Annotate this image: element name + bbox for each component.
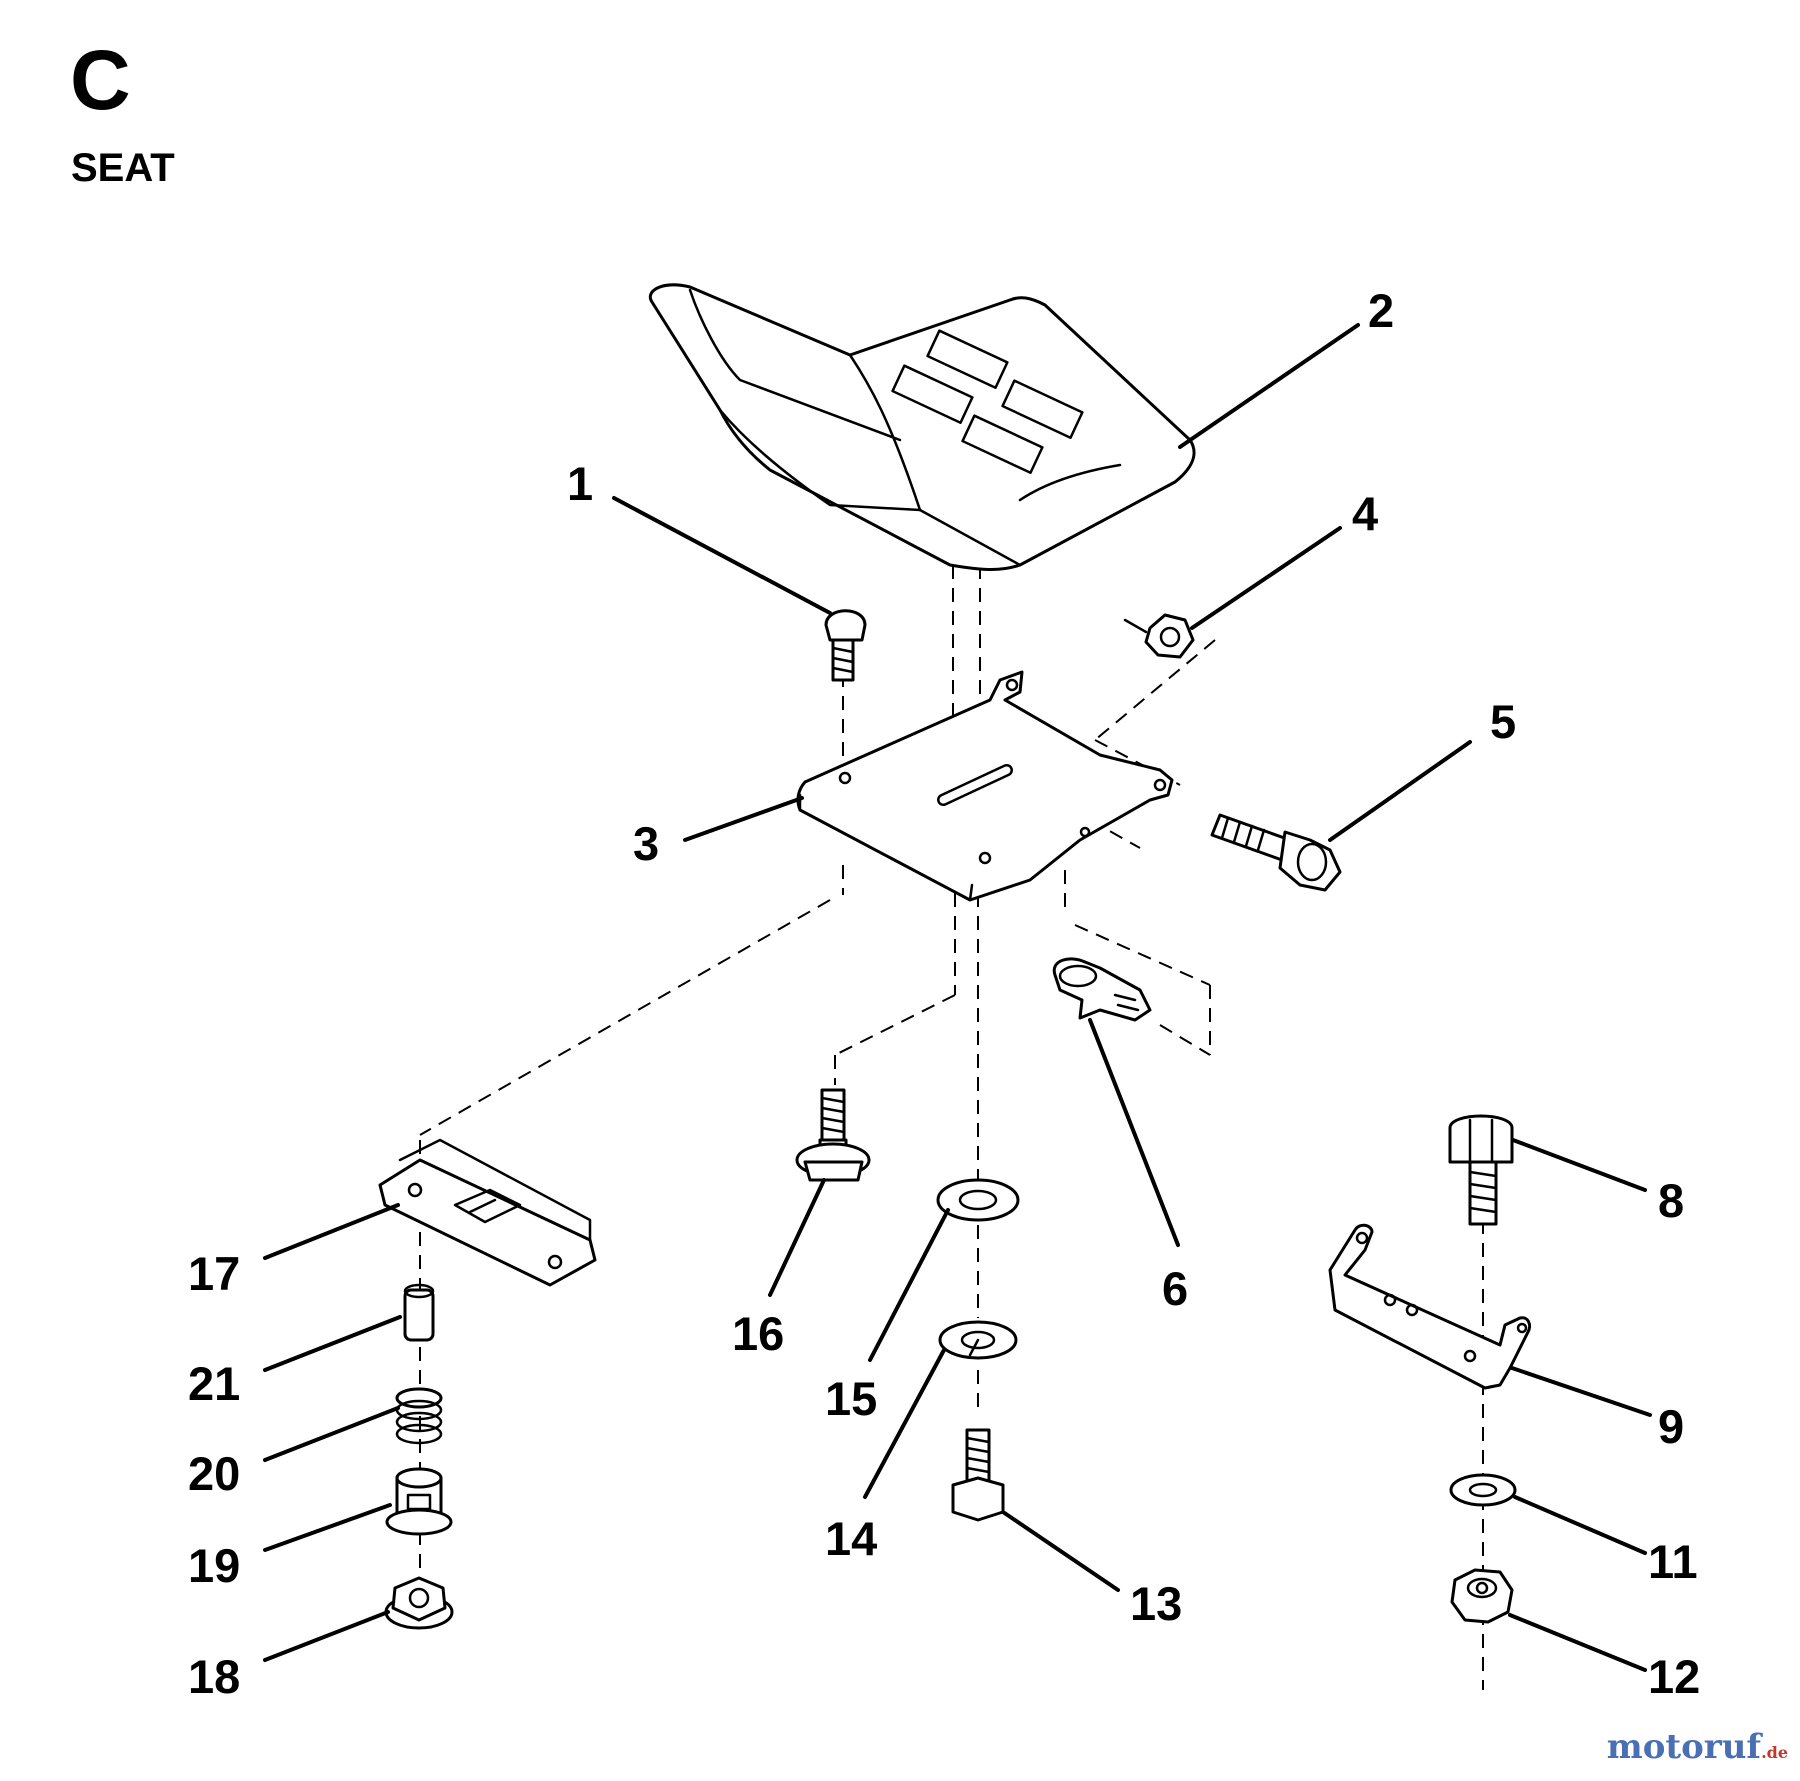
callout-6: 6 bbox=[1162, 1262, 1188, 1315]
slide-rail-part bbox=[378, 1138, 597, 1287]
flange-nut-part bbox=[384, 1576, 454, 1630]
section-letter: C bbox=[70, 33, 131, 127]
flat-washer-part bbox=[936, 1178, 1020, 1222]
hex-bolt-part bbox=[1448, 1114, 1514, 1226]
seat-part bbox=[648, 283, 1196, 572]
callout-16: 16 bbox=[732, 1307, 784, 1360]
flange-screw-part bbox=[795, 1088, 871, 1182]
callout-8: 8 bbox=[1658, 1174, 1684, 1227]
lock-nut-part bbox=[1450, 1568, 1514, 1624]
callout-5: 5 bbox=[1490, 695, 1516, 748]
seat-pan-part bbox=[796, 670, 1174, 902]
callout-1: 1 bbox=[567, 457, 593, 510]
wire-clip-part bbox=[1052, 957, 1152, 1022]
callout-11: 11 bbox=[1648, 1535, 1698, 1588]
page-title: SEAT bbox=[71, 146, 175, 190]
pin-part bbox=[403, 1283, 435, 1342]
washer-11-part bbox=[1449, 1473, 1517, 1507]
leader-lines bbox=[263, 323, 1652, 1672]
callout-13: 13 bbox=[1130, 1577, 1182, 1630]
callout-21: 21 bbox=[188, 1357, 240, 1410]
callout-2: 2 bbox=[1368, 284, 1394, 337]
callout-18: 18 bbox=[188, 1650, 240, 1703]
hex-screw-part bbox=[951, 1428, 1005, 1522]
callout-4: 4 bbox=[1352, 487, 1378, 540]
callout-15: 15 bbox=[825, 1372, 877, 1425]
callout-3: 3 bbox=[633, 817, 659, 870]
callout-12: 12 bbox=[1648, 1650, 1700, 1703]
shoulder-bolt-part bbox=[1210, 813, 1342, 892]
seat-bracket-part bbox=[1328, 1223, 1532, 1390]
lock-washer-part bbox=[938, 1320, 1018, 1360]
callout-17: 17 bbox=[188, 1247, 240, 1300]
callout-20: 20 bbox=[188, 1447, 240, 1500]
hex-nut-part bbox=[1123, 613, 1195, 659]
watermark-logo: motoruf.de bbox=[1606, 1727, 1788, 1767]
callout-14: 14 bbox=[825, 1512, 877, 1565]
callout-9: 9 bbox=[1658, 1400, 1684, 1453]
carriage-bolt-part bbox=[824, 609, 867, 682]
bushing-part bbox=[385, 1467, 453, 1536]
callout-numbers: 1 2 3 4 5 6 8 9 11 12 13 14 15 16 17 21 … bbox=[188, 284, 1700, 1703]
callout-19: 19 bbox=[188, 1539, 240, 1592]
